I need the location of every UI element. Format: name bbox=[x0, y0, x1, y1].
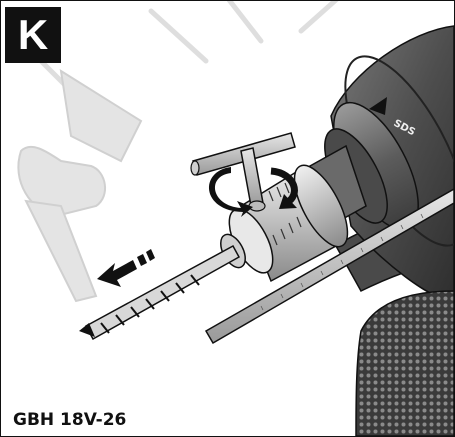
watermark-hand-icon bbox=[17, 68, 143, 303]
step-letter-badge: K bbox=[5, 7, 61, 63]
keyed-chuck bbox=[220, 164, 349, 283]
rotation-arrow-icon bbox=[209, 167, 298, 217]
chuck-key-icon bbox=[190, 132, 296, 212]
removal-direction-arrow-icon bbox=[97, 249, 155, 287]
drill-bit-flutes bbox=[100, 274, 200, 334]
drill-bit bbox=[79, 244, 241, 341]
drill-grip bbox=[355, 290, 454, 436]
model-label: GBH 18V-26 bbox=[13, 410, 127, 430]
depth-stop-rod bbox=[204, 188, 454, 345]
